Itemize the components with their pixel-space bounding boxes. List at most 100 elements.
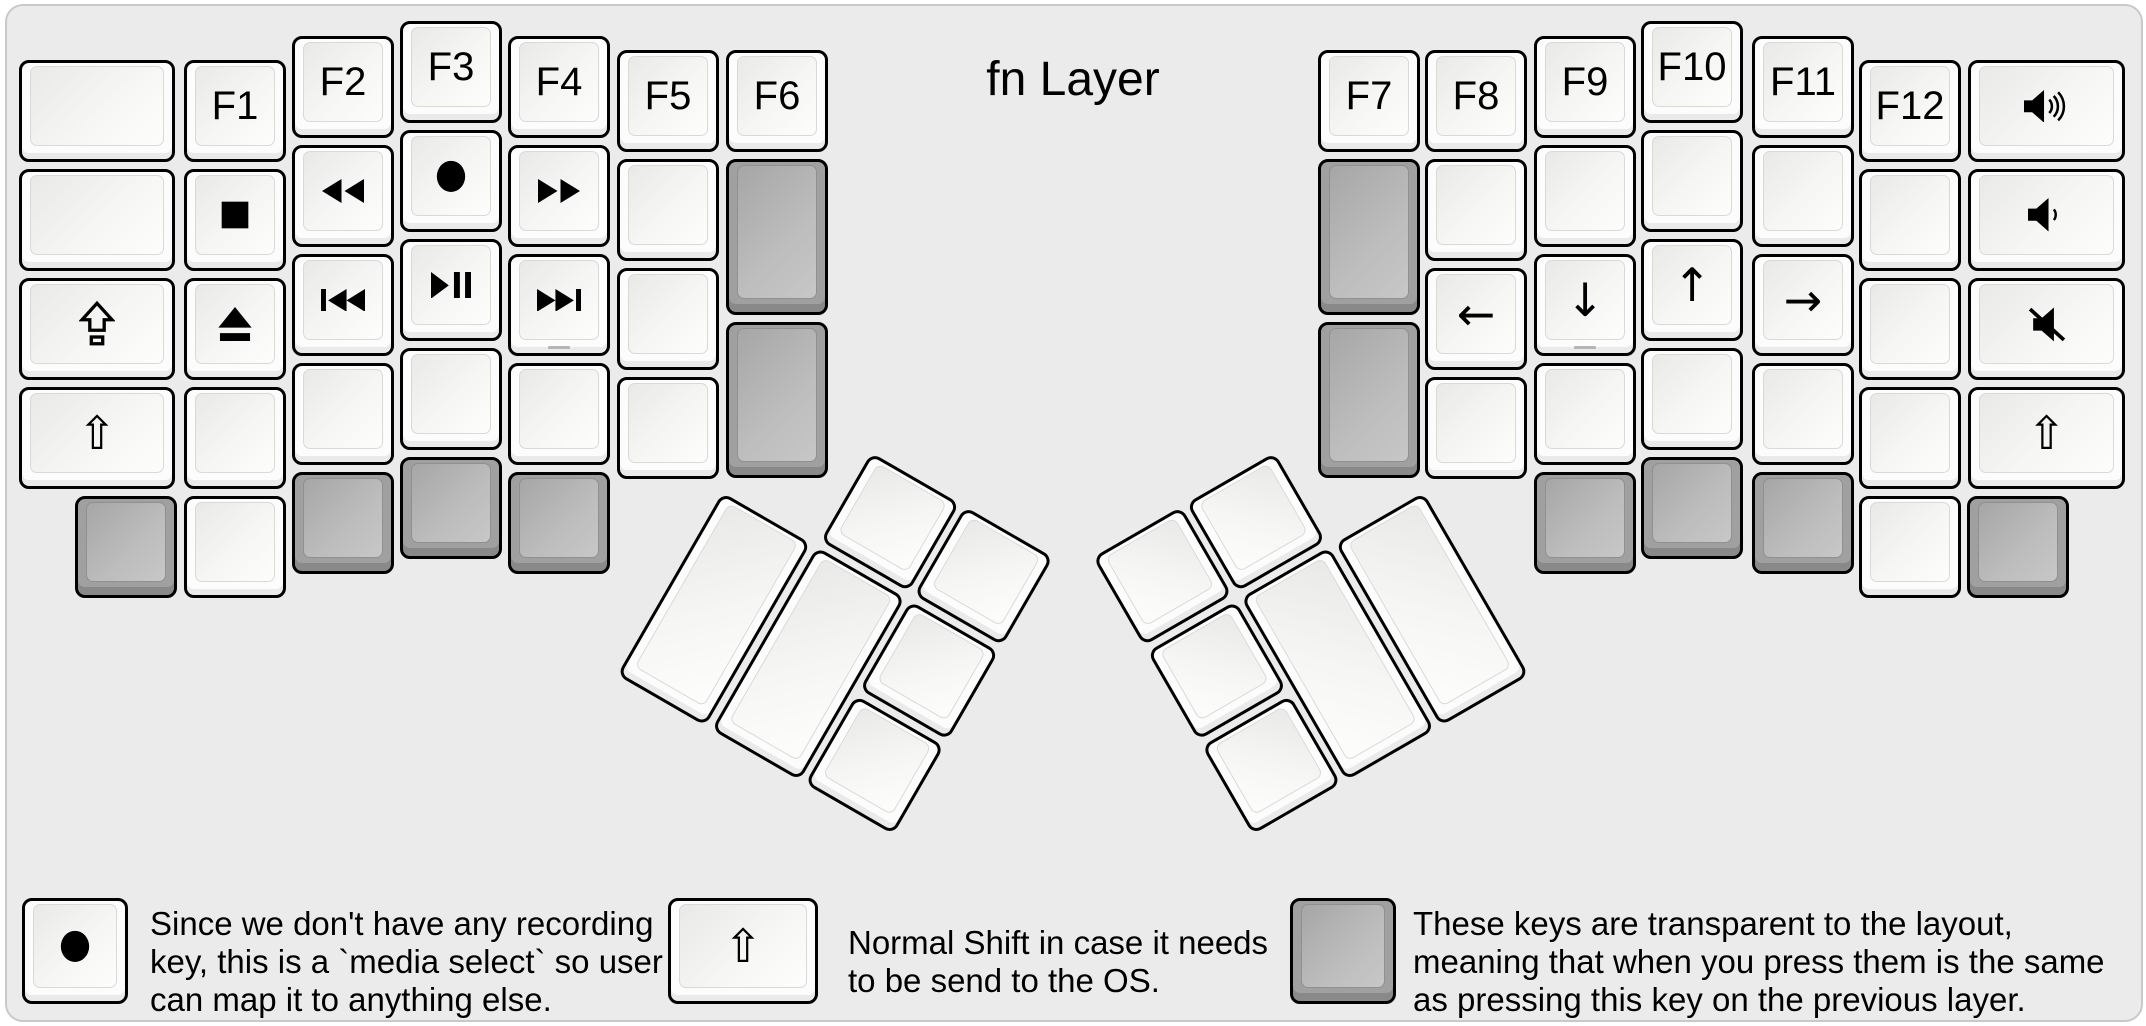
keytop: [1436, 165, 1516, 245]
keytop: [1652, 136, 1732, 216]
keytop: [519, 151, 599, 231]
key-blank: [1859, 169, 1961, 271]
legend-shift-text: Normal Shift in case it needs to be send…: [848, 924, 1268, 1000]
keytop: [30, 175, 164, 255]
keytop: [1979, 284, 2114, 364]
key-label: ⇧: [2027, 406, 2066, 460]
key-blank: [184, 496, 286, 598]
key-transparent: [1318, 159, 1420, 315]
key-f9: F9: [1534, 36, 1636, 138]
key-f5: F5: [617, 50, 719, 152]
key-label: F5: [644, 74, 692, 118]
key-transparent: [1641, 457, 1743, 559]
keytop: [303, 260, 383, 340]
key-label: ⇧: [723, 919, 763, 973]
keytop: [737, 328, 817, 462]
key-eject: [184, 278, 286, 380]
key-blank: [19, 169, 175, 271]
keytop: F3: [411, 27, 491, 107]
keytop: [33, 904, 117, 988]
keytop: ⇧: [30, 393, 164, 473]
legend-line: These keys are transparent to the layout…: [1413, 905, 2013, 942]
keytop: F11: [1763, 42, 1843, 122]
legend-line: meaning that when you press them is the …: [1413, 943, 2105, 980]
key-f12: F12: [1859, 60, 1961, 162]
keytop: [1436, 383, 1516, 463]
legend-line: Since we don't have any recording: [150, 905, 654, 942]
key-label: F12: [1875, 84, 1945, 128]
keytop: [303, 151, 383, 231]
mute-icon: [2027, 306, 2067, 343]
keytop: [1329, 165, 1409, 299]
keytop: [30, 284, 164, 364]
legend-transparent-key: [1290, 898, 1396, 1004]
key-rewind: [292, 145, 394, 247]
legend-record-text: Since we don't have any recording key, t…: [150, 905, 663, 1019]
voldown-icon: [2027, 198, 2066, 232]
legend-transparent-text: These keys are transparent to the layout…: [1413, 905, 2105, 1019]
key-blank: [184, 387, 286, 489]
key-f4: F4: [508, 36, 610, 138]
key-blank: [1425, 159, 1527, 261]
key-label: F7: [1345, 74, 1393, 118]
legend-shift-key: ⇧: [668, 898, 818, 1004]
key-blank: [1425, 377, 1527, 479]
key-volume-up: [1968, 60, 2125, 162]
keytop: [1763, 151, 1843, 231]
key-play-pause: [400, 239, 502, 341]
keytop: [195, 393, 275, 473]
legend-line: to be send to the OS.: [848, 962, 1160, 999]
keytop: [411, 463, 491, 543]
keytop: [195, 284, 275, 364]
key-transparent: [508, 472, 610, 574]
key-volume-down: [1968, 169, 2125, 271]
key-transparent: [726, 322, 828, 478]
key-stop: [184, 169, 286, 271]
playpause-icon: [431, 271, 471, 299]
legend-record-key: [22, 898, 128, 1004]
key-transparent: [1318, 322, 1420, 478]
key-blank: [617, 268, 719, 370]
key-fast-forward: [508, 145, 610, 247]
keytop: [628, 383, 708, 463]
key-label: F9: [1561, 60, 1609, 104]
key-f10: F10: [1641, 21, 1743, 123]
key-label: F2: [319, 60, 367, 104]
key-next-track: [508, 254, 610, 356]
keytop: [1652, 354, 1732, 434]
secondary-legend-dash: [548, 346, 570, 349]
keytop: [1763, 369, 1843, 449]
key-f7: F7: [1318, 50, 1420, 152]
keytop: [1545, 151, 1625, 231]
key-blank: [400, 348, 502, 450]
keytop: [303, 369, 383, 449]
legend-line: key, this is a `media select` so user: [150, 943, 663, 980]
key-label: F8: [1452, 74, 1500, 118]
key-label: F6: [753, 74, 801, 118]
keytop: ⇧: [1979, 393, 2114, 473]
keytop: [628, 274, 708, 354]
key-shift: ⇧: [19, 387, 175, 489]
legend-line: as pressing this key on the previous lay…: [1413, 981, 2026, 1018]
keytop: F6: [737, 56, 817, 136]
key-arrow-left: ←: [1425, 268, 1527, 370]
key-label: ←: [1456, 287, 1496, 341]
key-blank: [1859, 496, 1961, 598]
key-f1: F1: [184, 60, 286, 162]
keytop: [411, 354, 491, 434]
key-f2: F2: [292, 36, 394, 138]
keytop: [1545, 369, 1625, 449]
keytop: [86, 502, 166, 582]
prev-icon: [321, 288, 365, 312]
legend-line: Normal Shift in case it needs: [848, 924, 1269, 961]
key-blank: [1752, 363, 1854, 465]
keytop: [1979, 175, 2114, 255]
layer-title: fn Layer: [986, 53, 1160, 106]
key-blank: [617, 377, 719, 479]
key-transparent: [292, 472, 394, 574]
key-blank: [1534, 363, 1636, 465]
keytop: F2: [303, 42, 383, 122]
keytop: ⇧: [679, 904, 807, 988]
key-transparent: [1534, 472, 1636, 574]
